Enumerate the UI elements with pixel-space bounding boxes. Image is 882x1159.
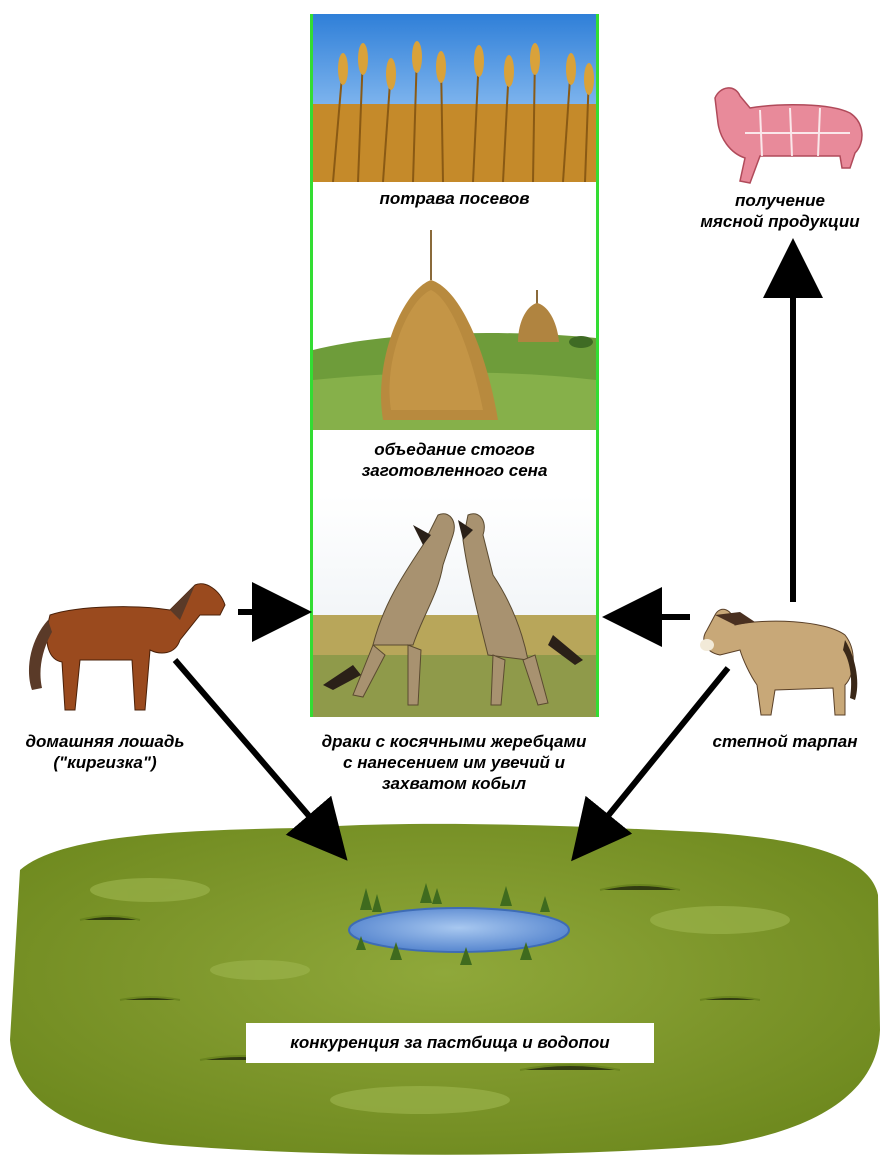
- domestic-horse-label-line-2: ("киргизка"): [0, 752, 210, 773]
- haystack-caption-line-1: объедание стогов: [313, 439, 596, 460]
- pasture-image: [0, 800, 882, 1159]
- stallion-fights-caption: драки с косячными жеребцами с нанесением…: [294, 731, 614, 794]
- haystack-caption-line-2: заготовленного сена: [313, 460, 596, 481]
- meat-production-label-line-1: получение: [680, 190, 880, 211]
- domestic-horse-image: [20, 570, 230, 720]
- meat-production-label-line-2: мясной продукции: [680, 211, 880, 232]
- steppe-tarpan-image: [695, 590, 860, 720]
- meat-production-label: получение мясной продукции: [680, 190, 880, 232]
- haystack-caption: объедание стогов заготовленного сена: [313, 439, 596, 481]
- stallion-fights-caption-line-1: драки с косячными жеребцами: [294, 731, 614, 752]
- fighting-stallions-image: [313, 495, 596, 717]
- pasture-competition-label: конкуренция за пастбища и водопои: [246, 1023, 654, 1063]
- domestic-horse-label-line-1: домашняя лошадь: [0, 731, 210, 752]
- haystack-image: [313, 220, 596, 430]
- domestic-horse-label: домашняя лошадь ("киргизка"): [0, 731, 210, 773]
- wheat-field-image: [313, 14, 596, 182]
- stallion-fights-caption-line-2: с нанесением им увечий и: [294, 752, 614, 773]
- crop-damage-caption: потрава посевов: [313, 188, 596, 209]
- meat-carcass-image: [700, 78, 870, 190]
- steppe-tarpan-label: степной тарпан: [700, 731, 870, 752]
- stallion-fights-caption-line-3: захватом кобыл: [294, 773, 614, 794]
